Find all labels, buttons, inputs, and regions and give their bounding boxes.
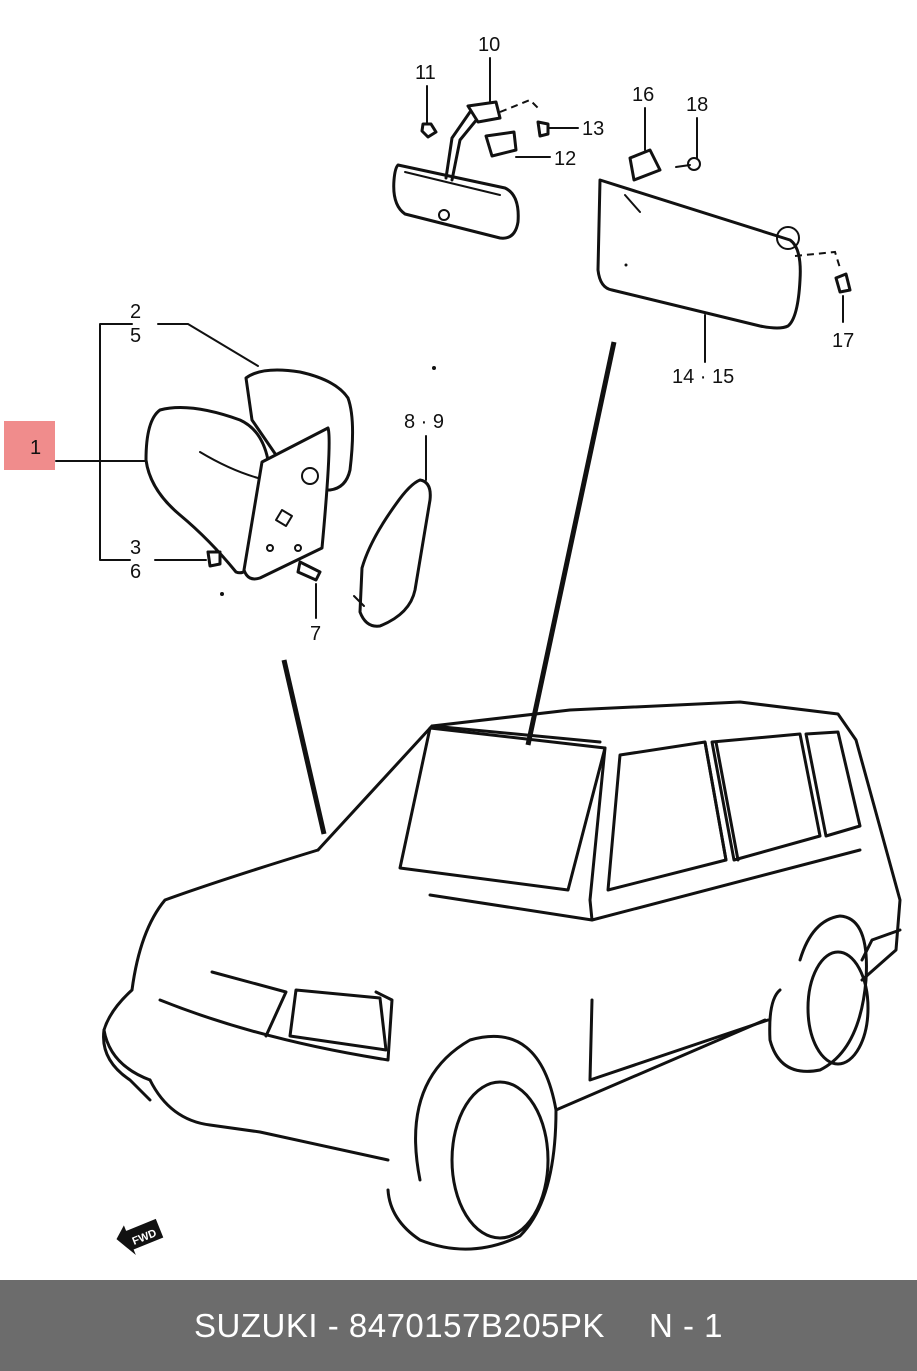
sun-visor bbox=[596, 148, 852, 330]
callout-1: 1 bbox=[30, 437, 41, 459]
callout-7: 7 bbox=[310, 623, 321, 645]
callout-highlight bbox=[4, 421, 55, 470]
pointer-line-interior bbox=[525, 341, 617, 746]
callout-10: 10 bbox=[478, 34, 500, 56]
vehicle-outline bbox=[102, 700, 902, 1251]
parts-diagram: 10 11 12 13 16 18 17 14 · 15 bbox=[4, 34, 902, 1256]
callout-12: 12 bbox=[554, 148, 576, 170]
footer-part-number: SUZUKI - 8470157B205PK bbox=[194, 1306, 605, 1344]
mirror-cover bbox=[353, 478, 432, 628]
callout-17: 17 bbox=[832, 330, 854, 352]
callout-bracket bbox=[55, 323, 259, 561]
footer-bar: SUZUKI - 8470157B205PK N - 1 bbox=[0, 1280, 917, 1371]
pointer-line-mirror bbox=[281, 659, 327, 835]
callout-8-9: 8 · 9 bbox=[404, 411, 444, 433]
outside-mirror bbox=[144, 368, 355, 582]
callout-16: 16 bbox=[632, 84, 654, 106]
callout-11: 11 bbox=[415, 62, 436, 84]
fwd-arrow-icon: FWD bbox=[116, 1218, 164, 1256]
rear-view-mirror bbox=[392, 98, 541, 240]
footer-page-ref: N - 1 bbox=[648, 1306, 723, 1344]
callout-13: 13 bbox=[582, 118, 604, 140]
callout-14-15: 14 · 15 bbox=[672, 366, 734, 388]
callout-18: 18 bbox=[686, 94, 708, 116]
